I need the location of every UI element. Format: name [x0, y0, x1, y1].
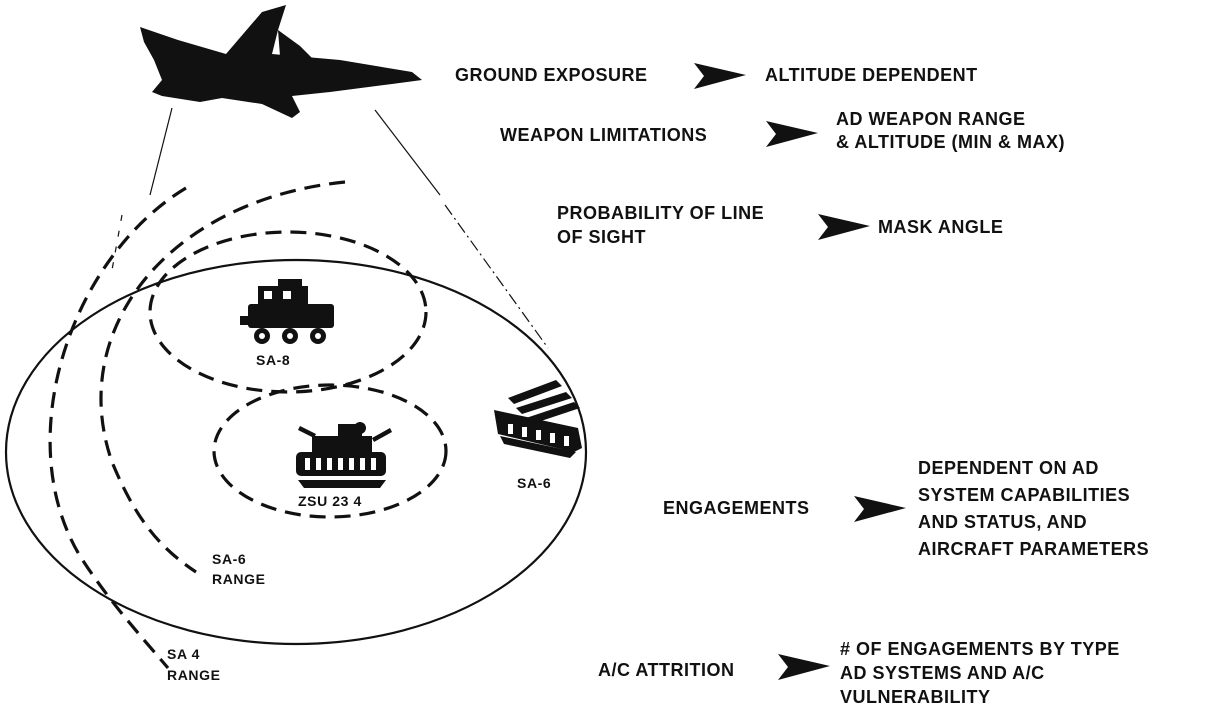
sa8-label: SA-8: [256, 352, 291, 368]
sa6-range-label-line1: SA-6: [212, 551, 247, 567]
zsu-range-zone: [212, 383, 448, 519]
sa6-label: SA-6: [517, 475, 552, 491]
factor-line-of-sight-line1: PROBABILITY OF LINE: [557, 203, 765, 223]
sa8-vehicle-icon: [240, 279, 334, 344]
effect-weapon-range-line2: & ALTITUDE (MIN & MAX): [836, 132, 1065, 152]
sa6-range-label-line2: RANGE: [212, 571, 266, 587]
coverage-ellipse: [4, 258, 588, 646]
sight-cone: [111, 107, 549, 349]
effect-weapon-range-line1: AD WEAPON RANGE: [836, 109, 1026, 129]
effect-attrition-line3: VULNERABILITY: [840, 687, 991, 707]
sa6-range-arc: [99, 180, 346, 574]
sa4-range-arc: [48, 186, 187, 670]
effect-engagements-line1: DEPENDENT ON AD: [918, 458, 1099, 478]
zsu-23-4-vehicle-icon: [296, 422, 392, 488]
effect-engagements-line4: AIRCRAFT PARAMETERS: [918, 539, 1150, 559]
effect-engagements-line3: AND STATUS, AND: [918, 512, 1088, 532]
factor-ground-exposure: GROUND EXPOSURE: [455, 65, 648, 85]
factor-ac-attrition: A/C ATTRITION: [598, 660, 735, 680]
effect-attrition-line2: AD SYSTEMS AND A/C: [840, 663, 1045, 683]
factor-engagements: ENGAGEMENTS: [663, 498, 810, 518]
sa4-range-label-line1: SA 4: [167, 646, 201, 662]
jet-aircraft-icon: [140, 5, 422, 118]
effect-attrition-line1: # OF ENGAGEMENTS BY TYPE: [840, 639, 1120, 659]
arrow-right-icon: [694, 63, 746, 89]
effect-engagements-line2: SYSTEM CAPABILITIES: [918, 485, 1131, 505]
sa6-launcher-icon: [494, 380, 582, 458]
arrow-right-icon: [778, 654, 830, 680]
effect-altitude-dependent: ALTITUDE DEPENDENT: [765, 65, 978, 85]
range-arcs: [48, 180, 448, 670]
arrow-right-icon: [854, 496, 906, 522]
effect-mask-angle: MASK ANGLE: [878, 217, 1004, 237]
arrow-right-icon: [818, 214, 870, 240]
arrow-right-icon: [766, 121, 818, 147]
zsu-23-4-label: ZSU 23 4: [298, 493, 362, 509]
sa4-range-label-line2: RANGE: [167, 667, 221, 683]
factor-weapon-limitations: WEAPON LIMITATIONS: [500, 125, 708, 145]
sa8-range-zone: [148, 230, 428, 394]
factor-line-of-sight-line2: OF SIGHT: [557, 227, 646, 247]
